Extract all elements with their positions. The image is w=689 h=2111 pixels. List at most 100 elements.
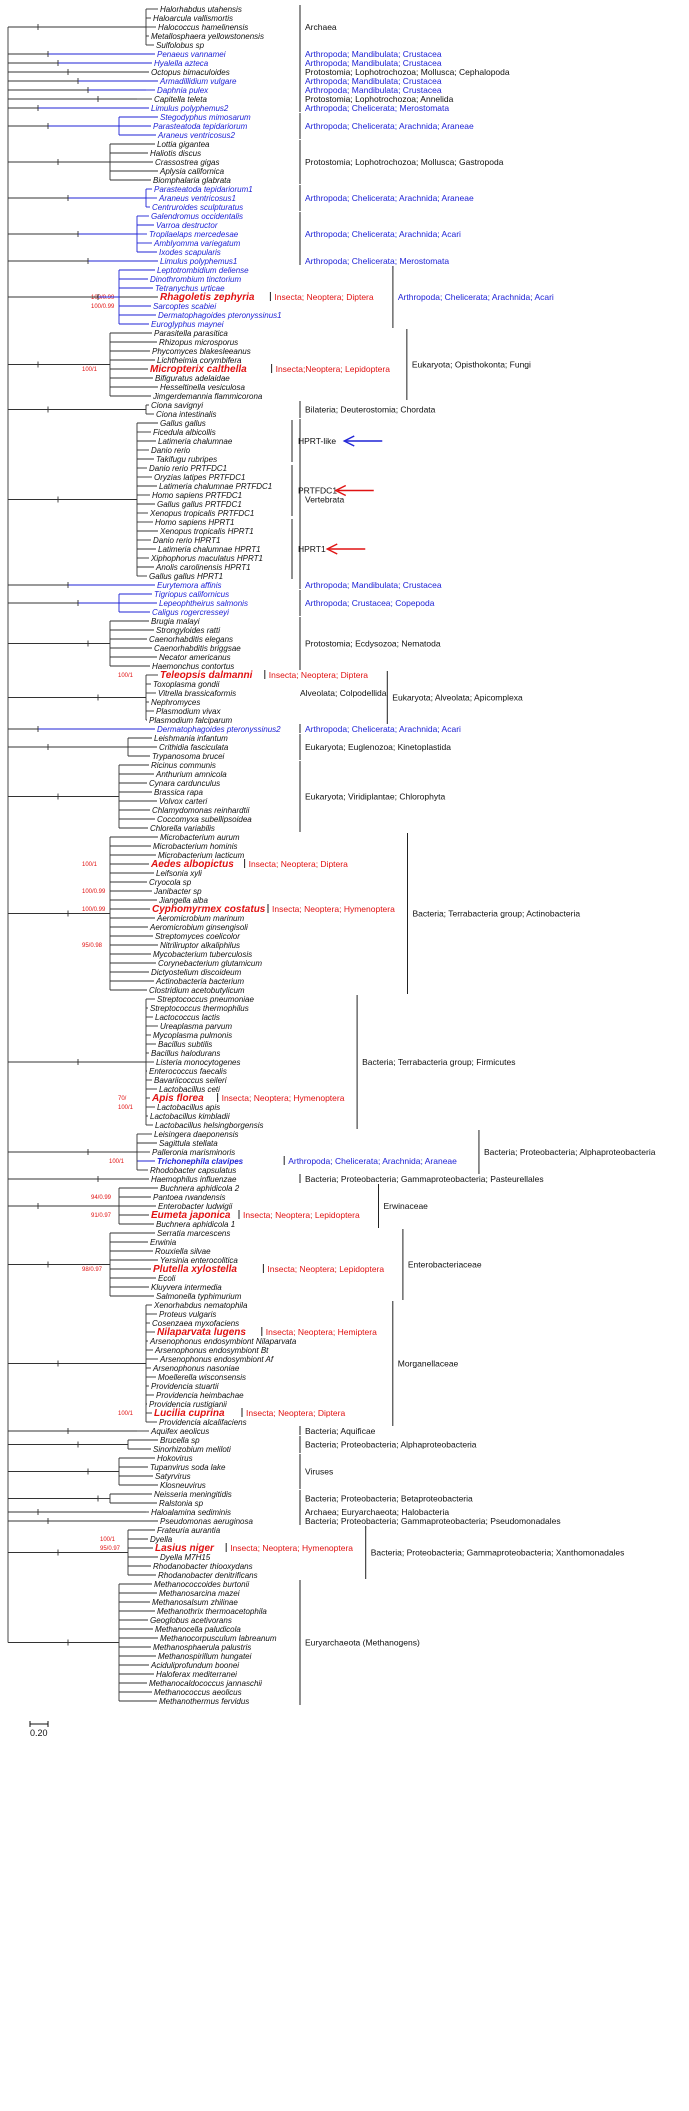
clade-label: Eukaryota; Opisthokonta; Fungi	[412, 360, 531, 370]
taxon-label: Plutella xylostella	[153, 1264, 237, 1275]
clade-label: Erwinaceae	[384, 1201, 429, 1211]
taxon-label: Plasmodium falciparum	[149, 716, 232, 725]
support-value: 100/1	[82, 862, 98, 868]
taxon-label: Toxoplasma gondii	[153, 680, 220, 689]
taxon-label: Geoglobus acetivorans	[150, 1616, 232, 1625]
clade-label: Eukaryota; Euglenozoa; Kinetoplastida	[305, 742, 451, 752]
taxon-label: Janibacter sp	[153, 887, 202, 896]
clade-label: Bacteria; Terrabacteria group; Firmicute…	[362, 1057, 515, 1067]
taxon-label: Ecoli	[158, 1274, 176, 1283]
taxon-label: Methanothrix thermoacetophila	[157, 1607, 267, 1616]
taxon-label: Crassostrea gigas	[155, 158, 219, 167]
taxon-label: Trypanosoma brucei	[152, 752, 225, 761]
clade-label: Arthropoda; Chelicerata; Arachnida; Acar…	[305, 229, 461, 239]
taxon-label: Yersinia enterocolitica	[160, 1256, 238, 1265]
taxon-label: Parasteatoda tepidariorum1	[154, 185, 253, 194]
taxon-label: Microbacterium hominis	[153, 842, 237, 851]
taxon-label: Providencia alcalifaciens	[159, 1418, 247, 1427]
clade-label: Arthropoda; Chelicerata; Merostomata	[305, 103, 449, 113]
taxon-label: Haloalamina sediminis	[151, 1508, 231, 1517]
taxon-label: Tupanvirus soda lake	[150, 1463, 226, 1472]
taxon-label: Latimeria chalumnae HPRT1	[158, 545, 261, 554]
taxon-label: Leifsonia xyli	[156, 869, 202, 878]
support-value: 95/0.98	[82, 943, 103, 949]
taxon-label: Streptomyces coelicolor	[155, 932, 240, 941]
taxon-label: Stegodyphus mimosarum	[160, 113, 251, 122]
clade-31: Aquifex aeolicus Bacteria; Aquificae	[68, 1426, 376, 1436]
taxon-label: Plasmodium vivax	[156, 707, 221, 716]
taxon-label: Lottia gigantea	[157, 140, 210, 149]
clade-label: Bacteria; Aquificae	[305, 1426, 376, 1436]
taxon-label: Hokovirus	[157, 1454, 193, 1463]
taxon-label: Bacillus subtilis	[158, 1040, 212, 1049]
taxon-label: Sagittula stellata	[159, 1139, 218, 1148]
taxon-label: Streptococcus thermophilus	[150, 1004, 249, 1013]
clade-label: Arthropoda; Chelicerata; Arachnida; Aran…	[305, 193, 474, 203]
taxon-label: Sinorhizobium meliloti	[153, 1445, 231, 1454]
clade-label: Arthropoda; Chelicerata; Merostomata	[305, 256, 449, 266]
clade-label: Protostomia; Lophotrochozoa; Mollusca; G…	[305, 157, 504, 167]
support-value: 100/1	[82, 367, 98, 373]
taxon-label: Cryocola sp	[149, 878, 192, 887]
taxon-label: Latimeria chalumnae	[158, 437, 233, 446]
taxon-label: Microbacterium lacticum	[158, 851, 245, 860]
taxon-label: Lepeophtheirus salmonis	[159, 599, 248, 608]
taxon-label: Satyrvirus	[155, 1472, 191, 1481]
taxon-label: Proteus vulgaris	[159, 1310, 216, 1319]
taxon-label: Providencia rustigianii	[149, 1400, 227, 1409]
taxon-label: Nephromyces	[151, 698, 200, 707]
taxon-label: Xenopus tropicalis PRTFDC1	[149, 509, 254, 518]
taxon-label: Providencia heimbachae	[156, 1391, 244, 1400]
arrow-head-icon	[325, 543, 338, 555]
host-taxonomy-label: Insecta;Neoptera; Lepidoptera	[276, 364, 391, 374]
taxon-label: Takifugu rubripes	[156, 455, 217, 464]
taxon-label: Listeria monocytogenes	[156, 1058, 241, 1067]
taxon-label: Limulus polyphemus1	[160, 257, 237, 266]
clade-label: Arthropoda; Chelicerata; Arachnida; Aran…	[305, 121, 474, 131]
taxon-label: Cosenzaea myxofaciens	[152, 1319, 239, 1328]
taxon-label: Strongyloides ratti	[156, 626, 220, 635]
taxon-label: Rhagoletis zephyria	[160, 292, 255, 303]
taxon-label: Xenopus tropicalis HPRT1	[159, 527, 254, 536]
clade-label: Bacteria; Proteobacteria; Alphaproteobac…	[305, 1440, 477, 1450]
taxon-label: Oryzias latipes PRTFDC1	[154, 473, 245, 482]
support-value: 100/0.99	[82, 907, 106, 913]
taxon-label: Brassica rapa	[154, 788, 203, 797]
host-taxonomy-label: Insecta; Neoptera; Diptera	[246, 1408, 345, 1418]
taxon-label: Bifiguratus adelaidae	[155, 374, 230, 383]
taxon-label: Pantoea rwandensis	[153, 1193, 226, 1202]
taxon-label: Aquifex aeolicus	[150, 1427, 209, 1436]
taxon-label: Rhizopus microsporus	[159, 338, 238, 347]
arrow-head-icon	[342, 435, 355, 447]
paralog-label: PRTFDC1	[298, 486, 337, 496]
taxon-label: Erwinia	[150, 1238, 177, 1247]
taxon-label: Vitrella brassicaformis	[158, 689, 236, 698]
taxon-label: Caenorhabditis elegans	[149, 635, 233, 644]
clade-label: Bacteria; Proteobacteria; Gammaproteobac…	[371, 1548, 625, 1558]
clade-label: Eukaryota; Alveolata; Apicomplexa	[392, 693, 523, 703]
clade-label: Arthropoda; Chelicerata; Arachnida; Acar…	[398, 292, 554, 302]
clade-label: Arthropoda; Crustacea; Copepoda	[305, 598, 435, 608]
support-value: 100/1	[118, 1105, 134, 1111]
taxon-label: Aeromicrobium marinum	[156, 914, 244, 923]
taxon-label: Buchnera aphidicola 2	[160, 1184, 240, 1193]
taxon-label: Dermatophagoides pteronyssinus1	[158, 311, 282, 320]
host-taxonomy-label: Insecta; Neoptera; Diptera	[274, 292, 373, 302]
taxon-label: Arsenophonus endosymbiont Bt	[154, 1346, 269, 1355]
taxon-label: Amblyomma variegatum	[153, 239, 241, 248]
host-taxonomy-label: Insecta; Neoptera; Diptera	[249, 859, 348, 869]
taxon-label: Araneus ventricosus1	[158, 194, 236, 203]
clade-label: Bacteria; Proteobacteria; Betaproteobact…	[305, 1494, 473, 1504]
taxon-label: Methanocorpusculum labreanum	[160, 1634, 277, 1643]
taxon-label: Tropilaelaps mercedesae	[149, 230, 239, 239]
taxon-label: Ureaplasma parvum	[160, 1022, 232, 1031]
taxon-label: Rhodanobacter denitrificans	[158, 1571, 258, 1580]
